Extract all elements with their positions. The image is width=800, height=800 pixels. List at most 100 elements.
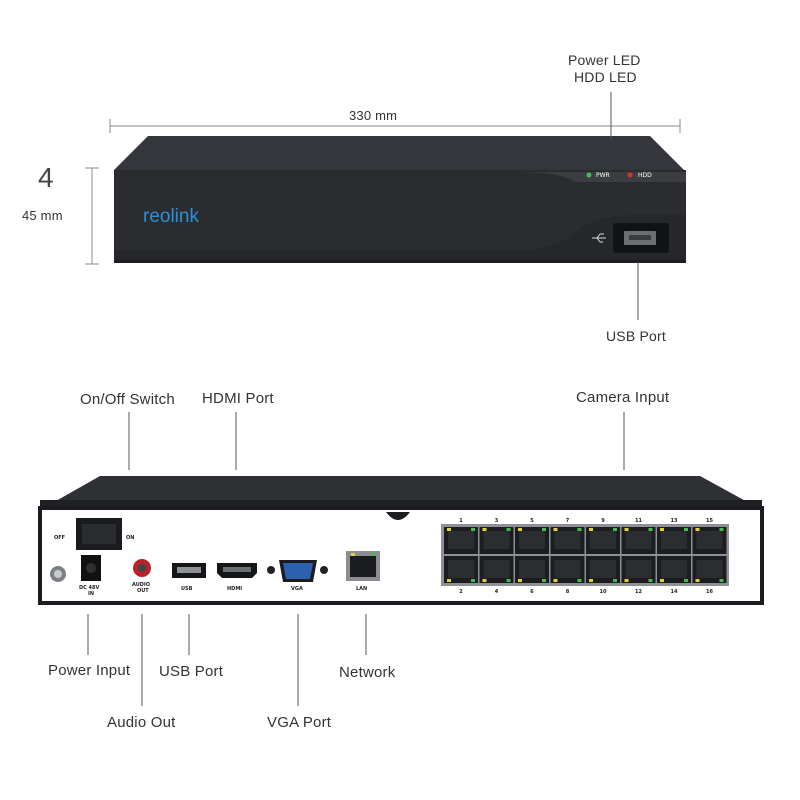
hdd-led-label: HDD LED [574, 69, 637, 85]
front-bezel-lower [114, 215, 686, 262]
rj45-led-bottom [542, 579, 546, 582]
port-number-top: 5 [530, 518, 534, 524]
height-number: 4 [38, 162, 54, 193]
height-label: 45 mm [22, 208, 63, 223]
dc-text-1: DC 48V [79, 585, 100, 591]
audio-text-1: AUDIO [132, 582, 150, 588]
rj45-led-bottom [506, 579, 511, 582]
rj45-led-bottom [684, 579, 688, 582]
vga-text: VGA [291, 586, 303, 592]
vga-screw-left [267, 566, 275, 574]
rj45-led-top [518, 528, 522, 531]
rj45-led-bottom [695, 579, 700, 582]
front-device: PWR HDD [114, 136, 686, 263]
port-number-bottom: 8 [566, 589, 570, 595]
rj45-port-top-inner [661, 531, 687, 549]
lan-port-inner [350, 556, 376, 577]
rj45-led-top [482, 528, 487, 531]
audio-out-jack-hole [138, 564, 146, 572]
rj45-port-top-inner [554, 531, 581, 549]
rj45-led-top [589, 528, 593, 531]
network-label: Network [339, 664, 396, 681]
rj45-led-bottom [482, 579, 487, 582]
rear-usb-slot [177, 567, 201, 573]
port-number-top: 7 [566, 518, 570, 524]
rj45-led-bottom [719, 579, 724, 582]
vga-port-insert [283, 563, 313, 579]
rj45-port-top-inner [696, 531, 723, 549]
off-text: OFF [54, 535, 65, 541]
pwr-led [586, 172, 592, 178]
port-number-top: 1 [459, 518, 463, 524]
brand-logo: reolink [143, 206, 199, 227]
rj45-port-top-inner [519, 531, 545, 549]
hdd-led-text: HDD [638, 172, 652, 179]
port-number-bottom: 10 [600, 589, 607, 595]
power-switch-rocker [82, 524, 116, 544]
port-number-bottom: 6 [530, 589, 534, 595]
power-led-label: Power LED [568, 52, 641, 68]
rj45-port-bottom-inner [696, 560, 723, 578]
rj45-led-top [447, 528, 451, 531]
port-number-top: 11 [635, 518, 642, 524]
port-number-top: 9 [601, 518, 605, 524]
front-usb-label: USB Port [606, 328, 666, 344]
audio-out-label: Audio Out [107, 714, 176, 731]
rj45-led-bottom [518, 579, 522, 582]
rj45-port-top-inner [625, 531, 652, 549]
usb-text: USB [181, 586, 193, 592]
rj45-led-bottom [648, 579, 653, 582]
rj45-port-top-inner [448, 531, 474, 549]
rj45-port-bottom-inner [625, 560, 652, 578]
dc-text-2: IN [88, 591, 94, 597]
lan-led-right [371, 553, 375, 556]
rj45-port-bottom-inner [519, 560, 545, 578]
rj45-led-bottom [471, 579, 475, 582]
vga-port-label: VGA Port [267, 714, 332, 731]
port-number-top: 3 [495, 518, 499, 524]
rj45-port-bottom-inner [483, 560, 510, 578]
rj45-led-bottom [553, 579, 558, 582]
rj45-led-top [553, 528, 558, 531]
port-number-bottom: 12 [635, 589, 642, 595]
rj45-led-top [719, 528, 724, 531]
ground-screw-head [54, 570, 62, 578]
hdmi-text: HDMI [227, 586, 242, 592]
rj45-led-top [542, 528, 546, 531]
rj45-led-bottom [613, 579, 617, 582]
rear-notch [386, 512, 410, 520]
lan-text: LAN [356, 586, 367, 592]
power-input-label: Power Input [48, 662, 131, 679]
on-off-switch-label: On/Off Switch [80, 391, 175, 408]
rj45-port-top-inner [590, 531, 616, 549]
rj45-led-top [660, 528, 664, 531]
front-usb-slot-inner [629, 235, 651, 240]
rear-usb-label: USB Port [159, 663, 224, 680]
vga-screw-right [320, 566, 328, 574]
lan-led-left [351, 553, 355, 556]
port-number-bottom: 2 [459, 589, 463, 595]
dc-input-hole [86, 563, 96, 573]
rj45-led-top [471, 528, 475, 531]
pwr-led-text: PWR [596, 172, 610, 179]
rj45-led-top [506, 528, 511, 531]
port-number-top: 15 [706, 518, 713, 524]
rj45-led-top [613, 528, 617, 531]
rj45-led-bottom [660, 579, 664, 582]
front-bottom-edge [114, 260, 686, 263]
port-number-bottom: 4 [495, 589, 499, 595]
port-number-top: 13 [671, 518, 678, 524]
rj45-led-top [684, 528, 688, 531]
rj45-port-bottom-inner [661, 560, 687, 578]
rj45-led-bottom [589, 579, 593, 582]
rj45-led-top [624, 528, 629, 531]
rj45-led-top [648, 528, 653, 531]
rj45-port-top-inner [483, 531, 510, 549]
rj45-led-bottom [624, 579, 629, 582]
port-number-bottom: 16 [706, 589, 713, 595]
on-text: ON [126, 535, 134, 541]
rj45-led-bottom [577, 579, 582, 582]
hdmi-port-label: HDMI Port [202, 390, 274, 407]
